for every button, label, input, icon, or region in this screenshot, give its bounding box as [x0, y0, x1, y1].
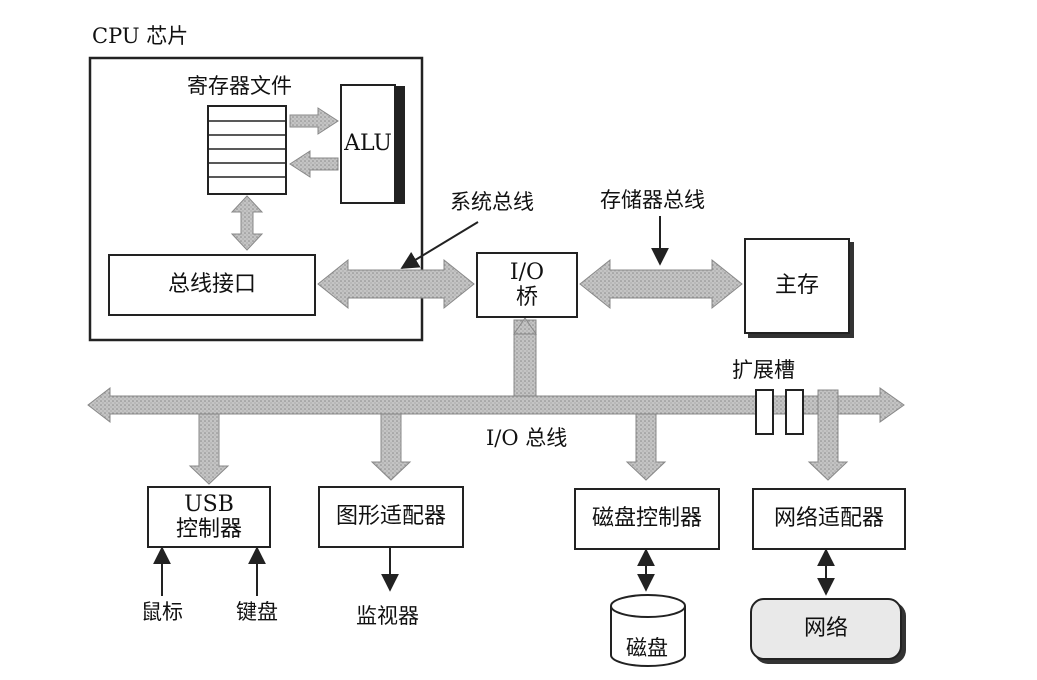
network-box: 网络: [750, 598, 902, 660]
network-adapter-label: 网络适配器: [773, 506, 884, 532]
disk-drop-connector: [625, 413, 667, 481]
system-bus: [317, 258, 475, 310]
system-bus-label: 系统总线: [450, 190, 534, 214]
memory-bus: [579, 258, 743, 310]
io-bus: [87, 386, 905, 424]
system-bus-pointer: [400, 221, 479, 269]
alu-label: ALU: [344, 131, 392, 157]
io-bridge-line2: 桥: [515, 285, 538, 310]
usb-line1: USB: [184, 491, 234, 517]
usb-controller-box: USB 控制器: [147, 486, 271, 548]
register-file-label: 寄存器文件: [187, 74, 292, 98]
usb-line2: 控制器: [175, 517, 242, 542]
main-memory-box: 主存: [744, 238, 850, 334]
alu-shadow: [395, 86, 405, 204]
io-bridge-line1: I/O: [509, 259, 545, 285]
main-memory-label: 主存: [774, 273, 819, 299]
disk-cylinder: [610, 594, 686, 667]
mouse-label: 鼠标: [141, 600, 183, 624]
expansion-slot-1: [755, 389, 774, 435]
bus-interface-label: 总线接口: [167, 272, 256, 298]
graphics-adapter-label: 图形适配器: [335, 504, 446, 530]
alu-box: ALU: [340, 84, 396, 204]
reg-to-alu-arrow: [289, 107, 339, 135]
memory-bus-label: 存储器总线: [600, 188, 705, 212]
monitor-label: 监视器: [356, 604, 419, 628]
network-adapter-box: 网络适配器: [752, 488, 906, 550]
expansion-slots-label: 扩展槽: [732, 358, 795, 382]
reg-bus-iface-arrow: [230, 195, 264, 251]
io-bus-label: I/O 总线: [486, 426, 568, 450]
disk-controller-box: 磁盘控制器: [574, 488, 720, 550]
disk-controller-label: 磁盘控制器: [591, 506, 702, 532]
io-bridge-box: I/O 桥: [476, 252, 578, 318]
expansion-slot-2: [785, 389, 804, 435]
bus-interface-box: 总线接口: [108, 254, 316, 316]
network-label: 网络: [803, 616, 848, 642]
register-file: [207, 105, 287, 195]
bridge-io-arrowhead: [513, 317, 537, 335]
alu-to-reg-arrow: [289, 150, 339, 178]
usb-drop-connector: [188, 413, 230, 485]
cpu-chip-label: CPU 芯片: [92, 24, 189, 48]
graphics-adapter-box: 图形适配器: [318, 486, 464, 548]
disk-label: 磁盘: [626, 636, 668, 660]
keyboard-label: 键盘: [236, 600, 278, 624]
network-drop-connector: [807, 389, 849, 481]
graphics-drop-connector: [370, 413, 412, 481]
cpu-chip-frame: [88, 56, 424, 342]
